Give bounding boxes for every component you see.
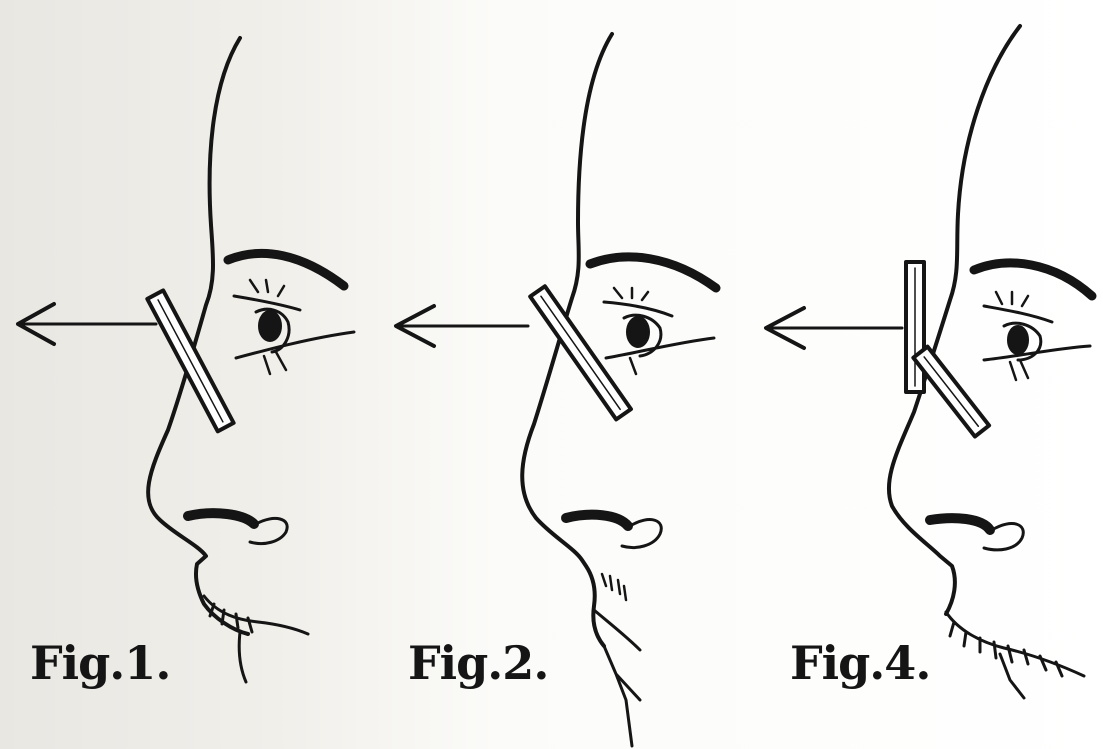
- figure-4-profile: [766, 26, 1092, 698]
- figure-1-nostril-icon: [188, 513, 254, 524]
- figure-4-beard: [946, 612, 1084, 698]
- figure-4-eyebrow-icon: [974, 263, 1092, 296]
- figure-4-glass-plate-vertical-icon: [906, 262, 924, 392]
- figure-1-profile: [18, 38, 354, 682]
- figure-4-eye-icon: [984, 306, 1090, 360]
- figure-2-eye-icon: [604, 302, 714, 358]
- figure-1-glass-plate-icon: [147, 290, 233, 431]
- figure-4-pupil: [1009, 327, 1027, 353]
- figure-1-neck: [239, 632, 246, 682]
- figure-2-lip-hair: [602, 574, 626, 600]
- figure-2-label: Fig.2.: [408, 640, 548, 686]
- figure-1-eye-icon: [234, 296, 354, 358]
- figure-2-chin: [594, 610, 640, 746]
- figure-2-nostril-icon: [566, 515, 628, 526]
- figure-1-goatee: [204, 596, 308, 634]
- figure-2-glass-plate-icon: [530, 286, 631, 419]
- figure-4-label: Fig.4.: [790, 640, 930, 686]
- figure-2-pupil: [628, 318, 648, 346]
- figure-1-label: Fig.1.: [30, 640, 170, 686]
- figure-4-nostril-icon: [930, 518, 990, 530]
- figure-2-eyebrow-icon: [590, 257, 716, 288]
- figure-1-pupil: [260, 312, 280, 340]
- figure-1-face-outline: [148, 38, 248, 634]
- figure-1-eyebrow-icon: [228, 253, 344, 286]
